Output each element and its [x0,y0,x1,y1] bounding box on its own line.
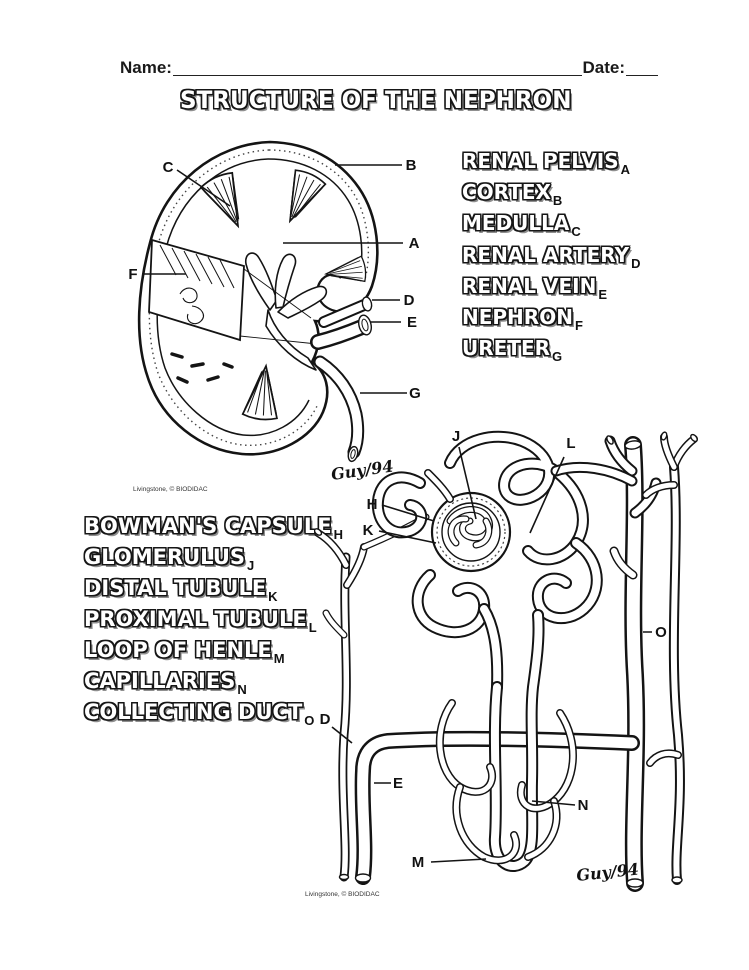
term-text: PROXIMAL TUBULE [84,607,307,631]
callout-letter-b: B [406,157,417,174]
term-text: RENAL ARTERY [462,242,630,267]
callout-letter-e: E [407,314,417,331]
term-letter: O [304,713,315,728]
term-text: URETER [462,336,551,361]
callout-letter-f: F [128,266,137,283]
name-blank-line [172,75,583,76]
term-letter: N [237,682,247,697]
kidney-diagram: C B A F D E G Guy/94 Livingstone, © BIOD… [128,140,421,493]
term-text: MEDULLA [462,211,570,236]
term-letter: B [552,193,563,209]
renal-vein-tube [318,314,373,342]
nephron-leader-lines [331,446,652,863]
convoluted-tubules [378,437,632,687]
image-credit: Livingstone, © BIODIDAC [133,485,208,493]
term-text: COLLECTING DUCT [84,700,303,724]
name-date-header: Name: Date: [120,56,658,78]
term-text: CORTEX [462,180,551,205]
term-letter: L [308,620,317,635]
term-letter: J [247,558,255,573]
term-text: GLOMERULUS [84,545,245,569]
term-text: RENAL PELVIS [462,149,619,173]
callout-letter-e: E [393,775,403,792]
term-letter: D [631,255,641,271]
date-label: Date: [582,58,625,77]
callout-letter-m: M [412,854,425,871]
name-label: Name: [120,58,172,77]
bowmans-capsule [430,491,512,573]
term-text: DISTAL TUBULE [84,576,267,600]
kidney-outline [137,140,379,456]
term-text: LOOP OF HENLE [84,638,272,662]
callout-letter-l: L [566,435,575,452]
capillary-network [440,703,573,860]
callout-letter-k: K [363,522,374,539]
renal-artery-tube [324,296,373,322]
term-text: RENAL VEIN [462,273,597,298]
page-title: STRUCTURE OF THE NEPHRON [180,86,572,114]
kidney-cut-wedge [148,238,318,384]
term-text: NEPHRON [462,305,573,330]
image-credit: Livingstone, © BIODIDAC [305,890,380,898]
callout-letter-o: O [655,624,667,641]
term-letter: K [268,589,278,604]
term-letter: C [571,224,581,240]
term-letter: F [574,318,583,334]
date-blank-line [626,75,658,76]
callout-letter-a: A [409,235,420,252]
right-vessel [646,431,698,883]
nephron-diagram: J L H K O D E N M Guy/94 Livingstone, © … [305,428,705,898]
term-text: BOWMAN'S CAPSULE [84,514,332,538]
collecting-duct-tube [606,435,656,887]
callout-letter-n: N [578,797,589,814]
term-letter: H [333,527,343,542]
term-letter: G [552,349,563,365]
afferent-artery-vessel [313,517,426,880]
term-letter: M [273,651,285,666]
term-letter: E [598,286,607,302]
ureter-tube [320,362,359,463]
term-letter: A [620,162,631,177]
callout-letter-h: H [367,496,378,513]
callout-letter-d: D [404,292,415,309]
kidney-leader-lines [142,164,407,394]
callout-letter-g: G [409,385,421,402]
renal-vein-vessel [356,739,633,882]
callout-letter-d: D [320,711,331,728]
callout-letter-j: J [452,428,460,445]
callout-letter-c: C [163,159,174,176]
term-text: CAPILLARIES [84,669,236,693]
